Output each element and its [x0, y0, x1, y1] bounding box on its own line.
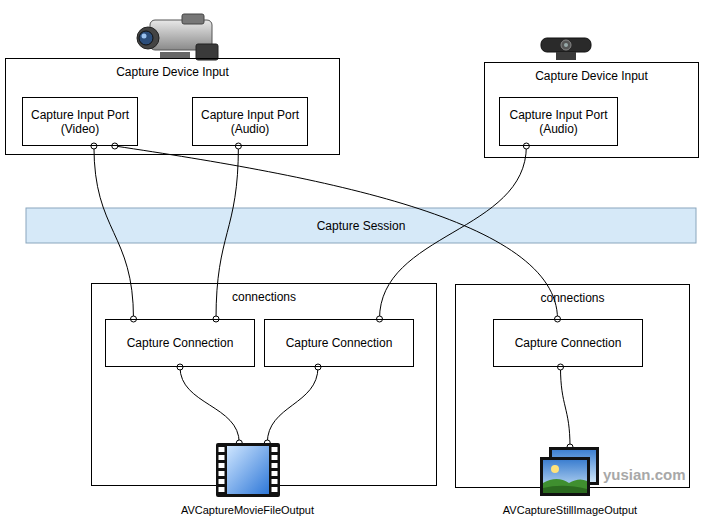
session-band [26, 208, 696, 243]
group-title: connections [92, 290, 436, 304]
connector-end-dot [91, 143, 97, 149]
connection-wire [180, 367, 239, 443]
film-icon [216, 443, 280, 497]
box-label: Capture Connection [286, 336, 393, 350]
camcorder-illustration [137, 14, 218, 60]
session-band-node: Capture Session [26, 208, 696, 243]
output-label: AVCaptureMovieFileOutput [181, 503, 314, 517]
connection-box: Capture Connection [105, 319, 255, 367]
box-label: Capture Session [317, 219, 406, 233]
webcam-illustration [541, 38, 591, 60]
connection-box: Capture Connection [493, 319, 643, 367]
box-label: Capture Connection [515, 336, 622, 350]
output-label: AVCaptureStillImageOutput [503, 503, 637, 517]
connection-box: Capture Connection [264, 319, 414, 367]
box-label: Capture Input Port (Audio) [199, 108, 301, 136]
movie-output-icon: AVCaptureMovieFileOutput [165, 443, 330, 517]
connection-wire [561, 367, 571, 447]
input-port-box: Capture Input Port (Video) [22, 97, 138, 146]
watermark: yusian.com [603, 466, 686, 483]
connector-end-dot [523, 143, 529, 149]
connection-wire [115, 146, 558, 319]
connector-end-dot [235, 143, 241, 149]
connector-end-dot [315, 364, 321, 370]
group-title: Capture Device Input [6, 65, 339, 79]
box-label: Capture Input Port (Audio) [506, 108, 611, 136]
group-title: connections [456, 291, 689, 305]
connector-end-dot [177, 364, 183, 370]
input-port-box: Capture Input Port (Audio) [192, 97, 308, 146]
connector-end-dot [112, 143, 118, 149]
group-title: Capture Device Input [485, 69, 698, 83]
connection-wire [94, 146, 134, 319]
device-input-box: Capture Device InputCapture Input Port (… [5, 58, 340, 155]
connector-end-dot [558, 364, 564, 370]
input-port-box: Capture Input Port (Audio) [499, 97, 618, 146]
connection-wire [380, 146, 527, 319]
photo-icon [539, 447, 601, 497]
device-input-box: Capture Device InputCapture Input Port (… [484, 62, 699, 158]
connection-wire [267, 367, 318, 443]
box-label: Capture Input Port (Video) [29, 108, 131, 136]
box-label: Capture Connection [127, 336, 234, 350]
